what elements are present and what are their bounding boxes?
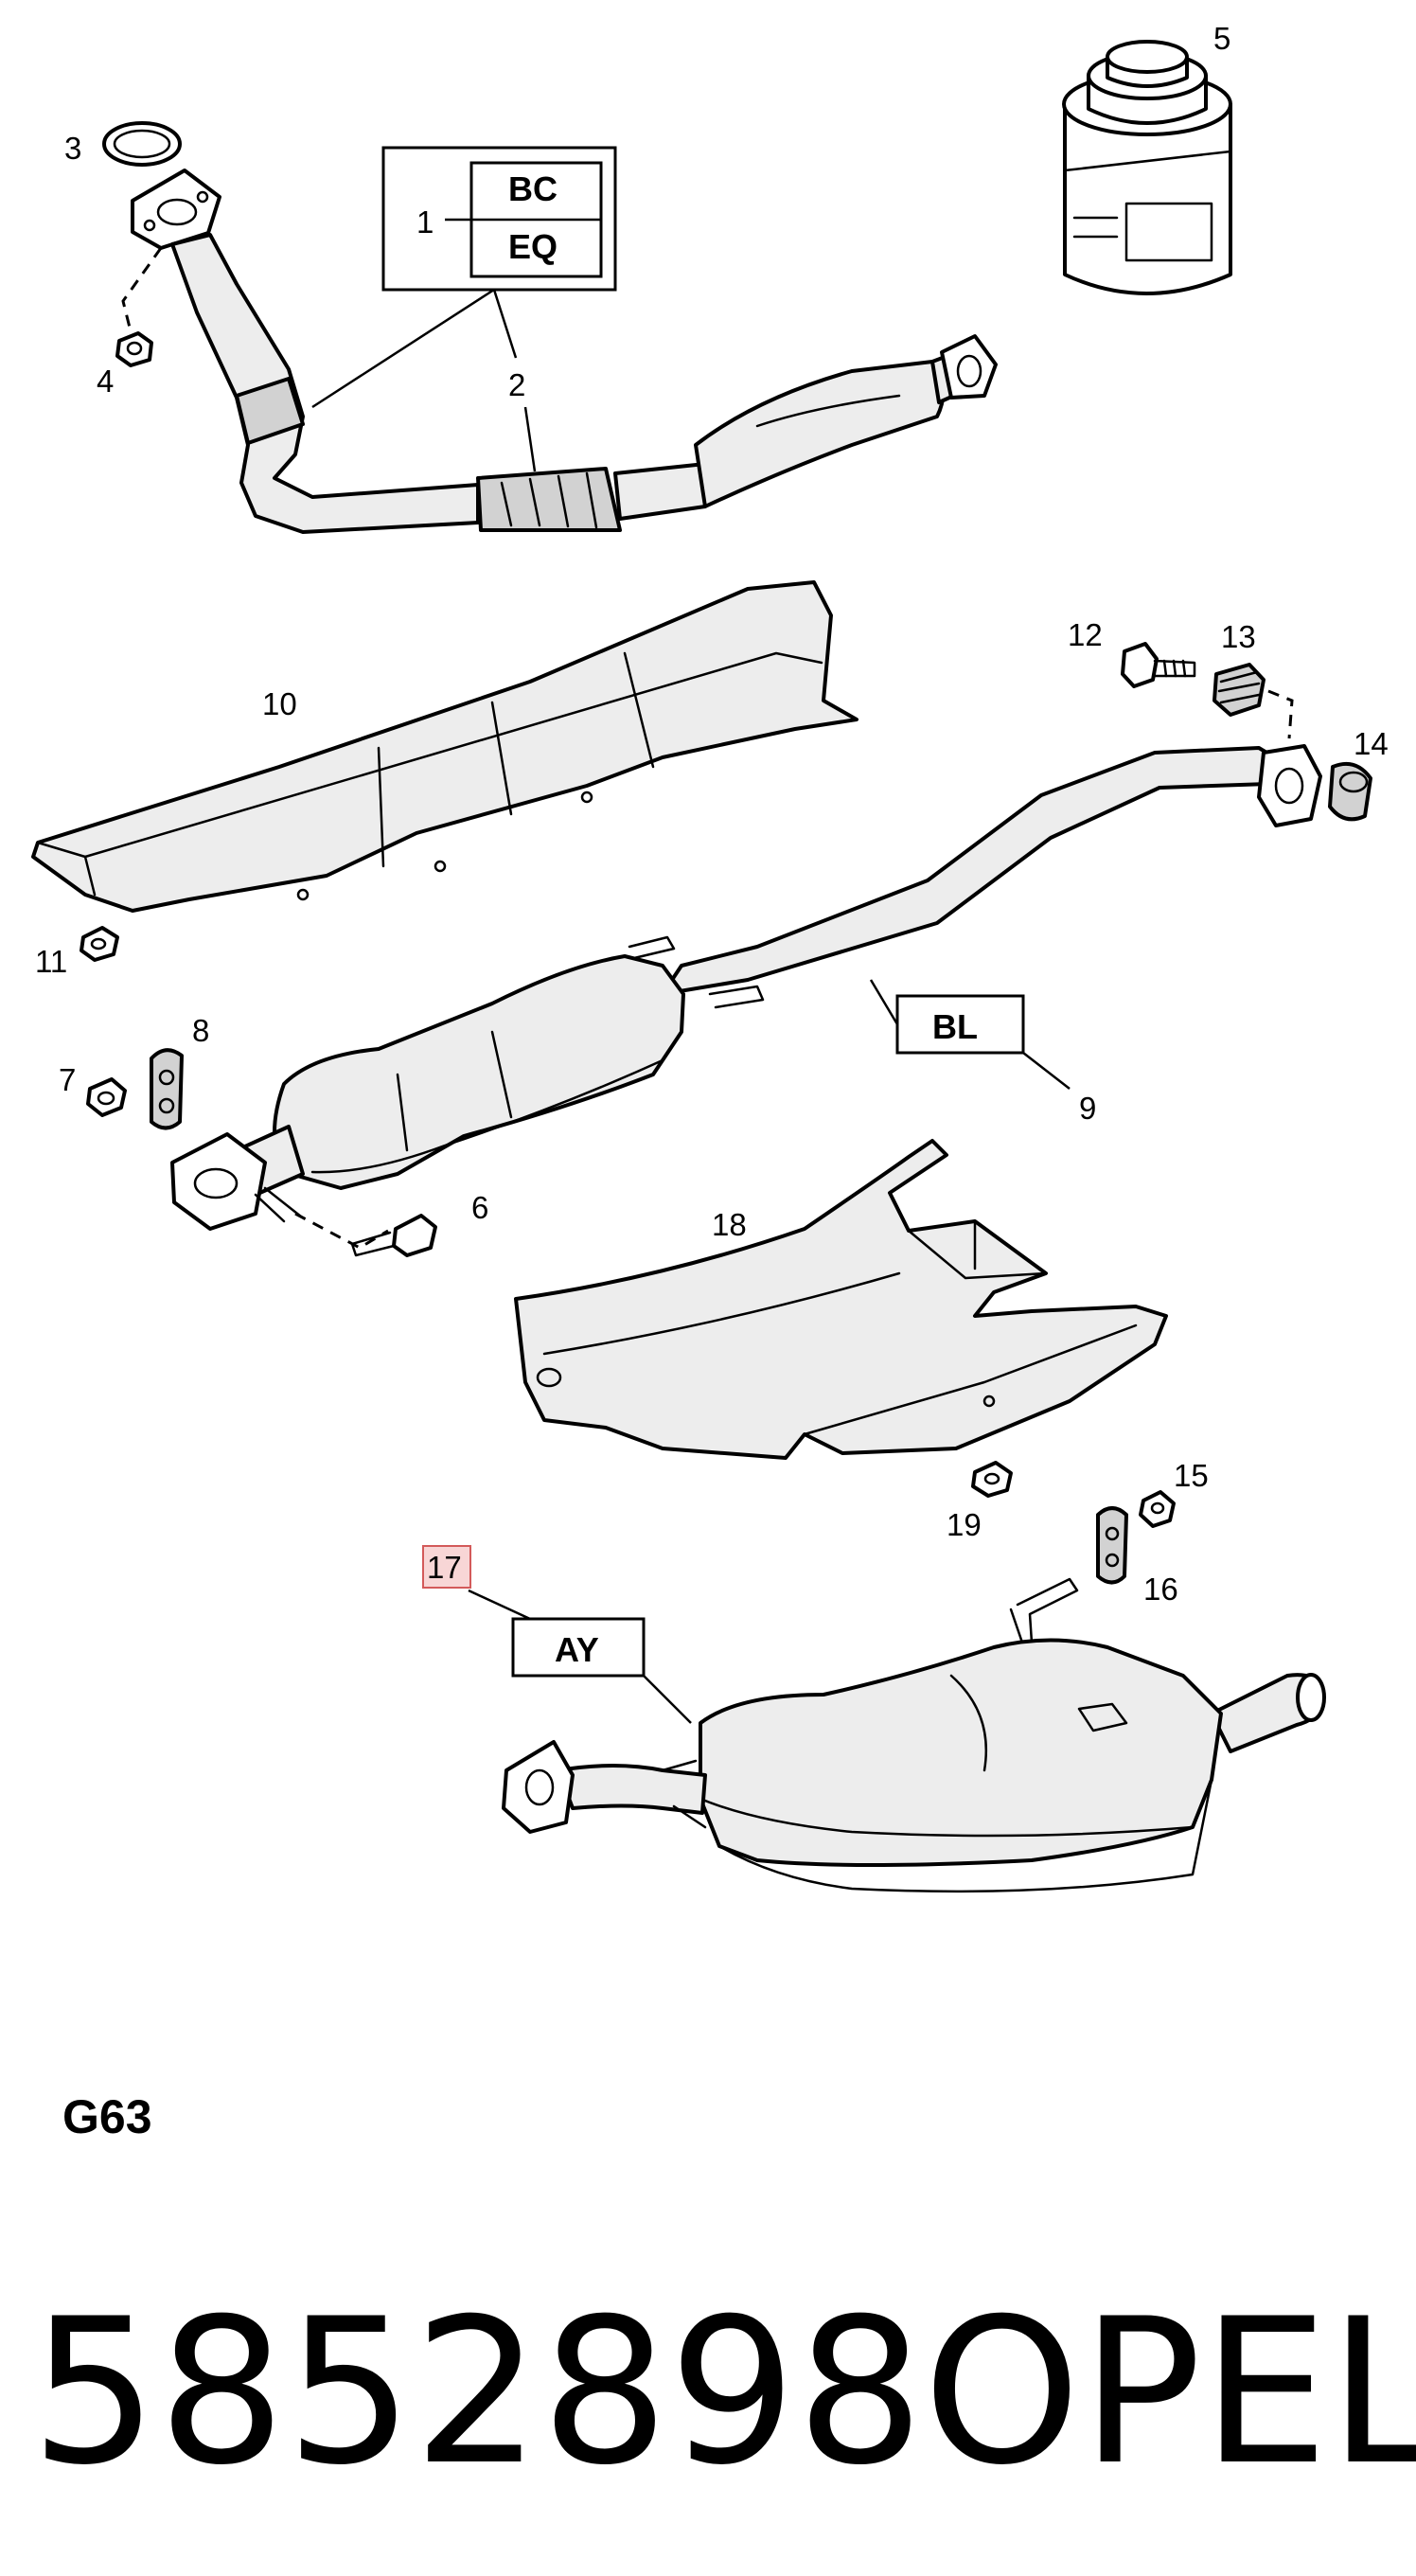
front-pipe-catalytic-converter [131, 169, 998, 534]
diagram-code: G63 [62, 2090, 152, 2143]
rear-silencer [502, 1577, 1326, 1893]
intermediate-silencer-pipe [170, 744, 1322, 1231]
callout-16: 16 [1143, 1572, 1178, 1607]
rubber-ring-14 [1328, 762, 1372, 822]
model-code-box [381, 146, 617, 292]
callout-14: 14 [1354, 726, 1389, 761]
nut-19 [971, 1461, 1013, 1498]
gasket-ring [102, 121, 182, 167]
callout-2: 2 [508, 367, 525, 402]
callout-8: 8 [192, 1013, 209, 1048]
brand-name: OPEL [923, 2275, 1416, 2509]
heat-shield-upper [31, 580, 858, 913]
rubber-mount-16 [1096, 1506, 1128, 1585]
callout-13: 13 [1221, 619, 1256, 654]
nut-7 [86, 1077, 127, 1117]
code-ay: AY [555, 1630, 599, 1669]
callout-17: 17 [427, 1550, 462, 1585]
callout-18: 18 [712, 1207, 747, 1242]
selected-part-highlight [422, 1545, 471, 1589]
callout-3: 3 [64, 131, 81, 166]
code-eq: EQ [508, 227, 558, 266]
part-number: 5852898 [30, 2275, 924, 2509]
bl-code-box [895, 994, 1025, 1055]
callout-12: 12 [1068, 617, 1103, 652]
callout-6: 6 [471, 1190, 488, 1225]
callout-11: 11 [35, 944, 67, 979]
code-bl: BL [932, 1007, 978, 1046]
callout-4: 4 [97, 364, 114, 399]
shield-nut [80, 926, 119, 962]
bolt-6 [350, 1214, 437, 1257]
callout-1: 1 [416, 204, 434, 240]
heat-shield-lower [514, 1139, 1168, 1460]
callout-10: 10 [262, 686, 297, 721]
ay-code-box [511, 1617, 646, 1678]
sealing-paste-can [1062, 40, 1232, 295]
spring-13 [1212, 663, 1266, 717]
code-bc: BC [508, 169, 558, 208]
callout-7: 7 [59, 1062, 76, 1097]
callout-5: 5 [1213, 21, 1230, 56]
flange-nut [115, 331, 153, 367]
rubber-mount-8 [150, 1048, 184, 1130]
bolt-12 [1121, 642, 1196, 688]
callout-19: 19 [947, 1507, 982, 1542]
callout-9: 9 [1079, 1091, 1096, 1126]
nut-15 [1139, 1490, 1176, 1528]
callout-15: 15 [1174, 1458, 1209, 1493]
